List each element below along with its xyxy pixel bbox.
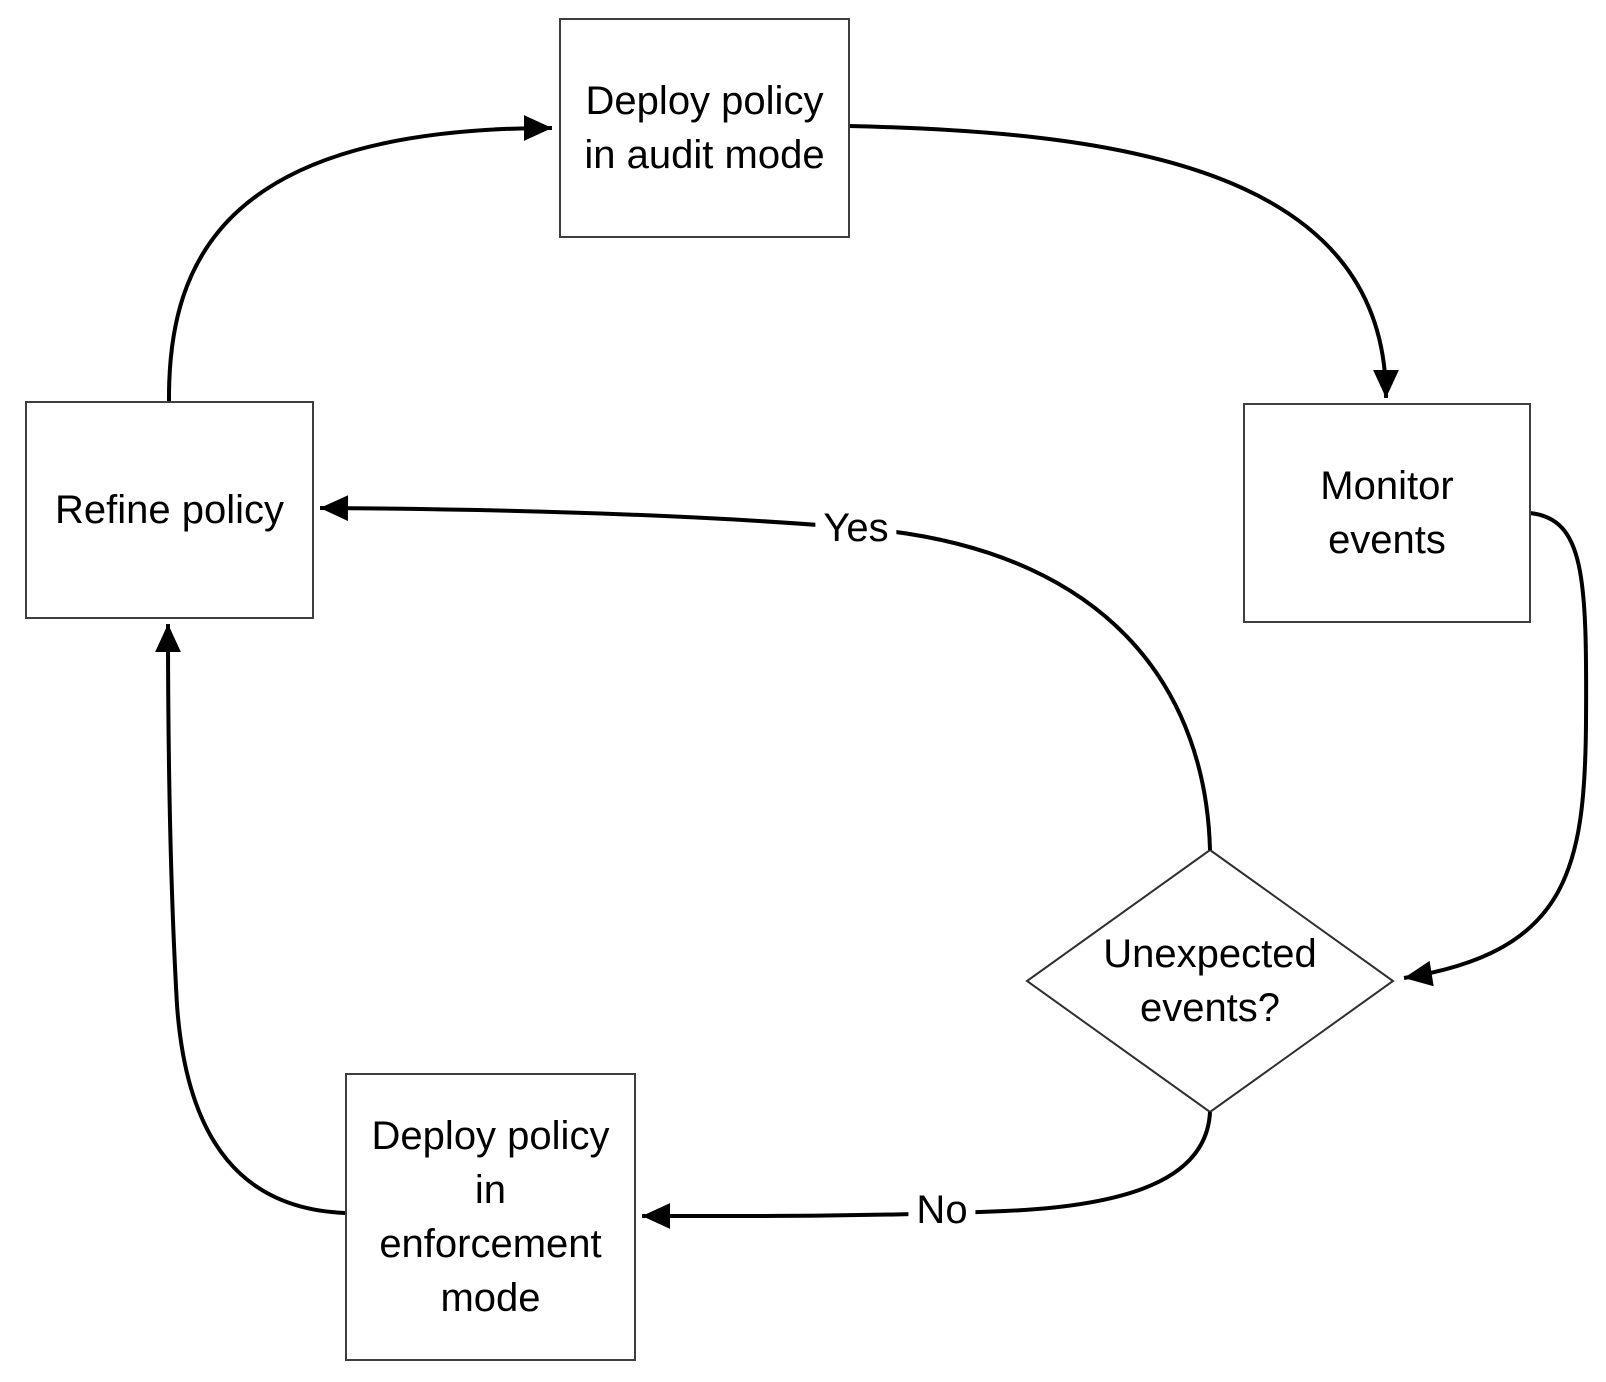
node-refine-policy: Refine policy: [25, 401, 314, 619]
arrow-decision-no-to-deploy-enforce: [641, 1111, 1212, 1229]
edge-label-no: No: [908, 1186, 976, 1234]
node-monitor-events-label: Monitor events: [1320, 464, 1454, 562]
edge-label-yes: Yes: [815, 504, 897, 552]
arrow-decision-yes-to-refine: [319, 495, 1212, 851]
node-deploy-policy-enforcement-mode: Deploy policy in enforcement mode: [345, 1073, 636, 1361]
arrow-refine-to-deploy-audit: [166, 115, 553, 402]
node-deploy-policy-enforcement-mode-label: Deploy policy in enforcement mode: [371, 1114, 610, 1320]
node-deploy-policy-audit-mode: Deploy policy in audit mode: [559, 18, 850, 238]
node-refine-policy-label: Refine policy: [54, 488, 284, 532]
node-monitor-events: Monitor events: [1243, 403, 1531, 623]
decision-unexpected-events-label: Unexpected events?: [1103, 932, 1317, 1030]
arrow-deploy-audit-to-monitor: [848, 124, 1399, 399]
arrow-deploy-enforce-to-refine: [155, 623, 346, 1215]
node-deploy-policy-audit-mode-label: Deploy policy in audit mode: [584, 79, 825, 177]
arrow-monitor-to-decision: [1403, 511, 1589, 987]
